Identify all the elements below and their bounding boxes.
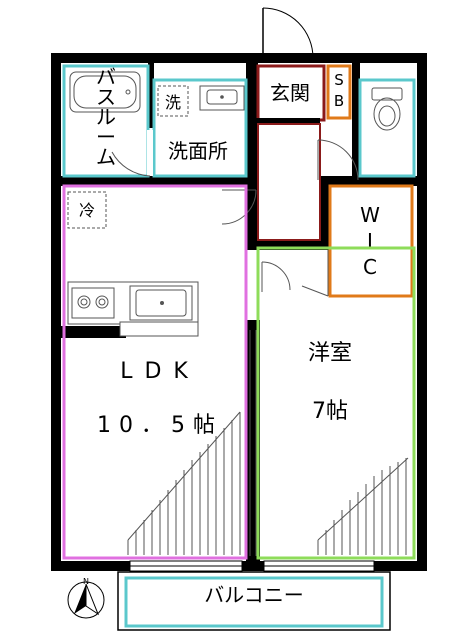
toilet-room [358, 78, 416, 178]
western-room-label: 洋室 [308, 341, 352, 366]
genkan-label: 玄関 [270, 81, 310, 105]
bathroom: バスルーム [62, 64, 150, 178]
hallway [221, 123, 359, 241]
washroom: 洗 洗面所 [111, 78, 248, 178]
ldk-label: LDK [120, 359, 200, 384]
wic-outline [328, 184, 414, 298]
wic-label-w: W [360, 203, 380, 227]
ldk-room: 冷 LDK 10．5帖 [62, 184, 248, 560]
fridge-space [67, 191, 107, 229]
walk-in-closet: W I C [301, 184, 414, 298]
bottom-windows [129, 560, 375, 572]
stove-icon [71, 287, 115, 319]
wic-label-i: I [367, 229, 373, 253]
ldk-outline [62, 184, 248, 560]
toilet-icon [371, 87, 403, 131]
western-room-size: 7帖 [312, 399, 348, 424]
shoe-box-label-b: B [334, 92, 344, 110]
wic-label-c: C [363, 255, 377, 279]
western-room: 洋室 7帖 [249, 246, 416, 560]
washer-space [157, 85, 189, 117]
balcony-outer [117, 571, 391, 631]
ldk-size: 10．5帖 [97, 413, 223, 438]
ldk-window-hatch [127, 411, 241, 555]
sink-icon [199, 85, 245, 111]
washroom-label: 洗面所 [168, 139, 228, 163]
north-arrow-icon: N [67, 577, 105, 619]
bathtub-icon [69, 71, 141, 113]
kitchen-sink-icon [129, 285, 193, 321]
bathroom-outline [62, 64, 150, 178]
balcony-inner [124, 576, 384, 628]
washer-label: 洗 [165, 93, 181, 112]
north-label: N [83, 577, 89, 586]
kitchen-counter [67, 281, 199, 325]
toilet-outline [358, 78, 416, 178]
western-room-outline [256, 246, 416, 560]
shoe-box-label-s: S [334, 71, 344, 89]
bathroom-label: バスルーム [96, 65, 116, 169]
balcony: バルコニー [117, 571, 391, 631]
genkan: 玄関 [256, 64, 326, 124]
shoe-box-outline [326, 64, 352, 120]
partition-door [249, 330, 257, 556]
fridge-label: 冷 [79, 201, 95, 220]
entrance-door [262, 7, 314, 59]
western-window-hatch [317, 457, 409, 555]
shoe-box: S B [326, 64, 352, 120]
balcony-label: バルコニー [204, 583, 304, 607]
